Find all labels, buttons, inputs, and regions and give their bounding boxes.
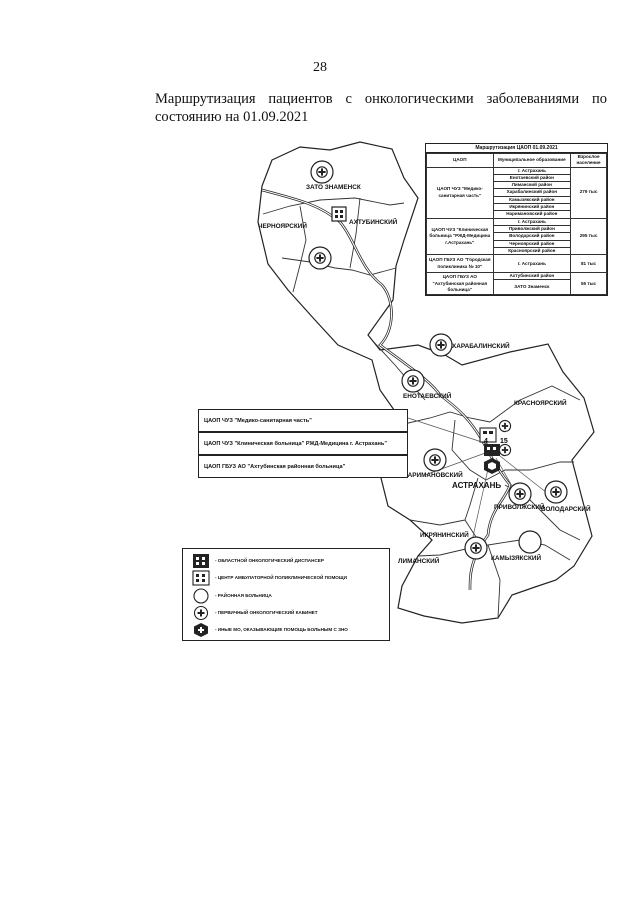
- district-hospital-icon: [518, 530, 542, 554]
- region-label-ikryaninsky: ИКРЯНИНСКИЙ: [420, 532, 469, 539]
- marker-number-15: 15: [500, 438, 508, 445]
- municipality-cell: Черноярский район: [492, 239, 572, 248]
- region-label-kamyzyaksky: КАМЫЗЯКСКИЙ: [491, 555, 542, 562]
- primary-oncology-cabinet-icon: [508, 482, 532, 506]
- legend-row: - РАЙОННАЯ БОЛЬНИЦА: [183, 588, 389, 604]
- legend-row: - ЦЕНТР АМБУЛАТОРНОЙ ПОЛИКЛИНИЧЕСКОЙ ПОМ…: [183, 570, 389, 586]
- routing-table-caption: Маршрутизация ЦАОП 01.09.2021: [426, 144, 607, 153]
- region-label-privolzhsky: ПРИВОЛЖСКИЙ: [494, 504, 545, 511]
- table-row: ЦАОП ЧУЗ "Клиническая больница "РЖД-Меди…: [426, 217, 607, 256]
- primary-oncology-cabinet-icon: [193, 605, 209, 621]
- municipality-cell: Приволжский район: [492, 224, 572, 234]
- population-cell: 81 тыс: [570, 254, 607, 274]
- municipality-cell: г. Астрахань: [492, 217, 572, 226]
- municipality-cell: г. Астрахань: [492, 254, 572, 274]
- table-row: ЦАОП ГБУЗ АО "Ахтубинская районная больн…: [426, 272, 607, 296]
- primary-oncology-cabinet-icon: [310, 160, 334, 184]
- caop-name: ЦАОП ГБУЗ АО "Ахтубинская районная больн…: [426, 272, 494, 296]
- municipality-cell: Икрянинский район: [492, 203, 572, 212]
- legend-row: - ИНЫЕ МО, ОКАЗЫВАЮЩИЕ ПОМОЩЬ БОЛЬНЫМ С …: [183, 622, 389, 638]
- primary-oncology-cabinet-icon: [429, 333, 453, 357]
- legend-label: - ПЕРВИЧНЫЙ ОНКОЛОГИЧЕСКИЙ КАБИНЕТ: [215, 610, 318, 615]
- legend-label: - ЦЕНТР АМБУЛАТОРНОЙ ПОЛИКЛИНИЧЕСКОЙ ПОМ…: [215, 575, 347, 580]
- municipality-cell: г. Астрахань: [492, 166, 572, 175]
- region-label-astrakhan: АСТРАХАНЬ: [452, 481, 502, 490]
- caop-name: ЦАОП ЧУЗ "Клиническая больница "РЖД-Меди…: [426, 217, 494, 256]
- caop-name: ЦАОП ЧУЗ "Медико-санитарная часть": [426, 166, 494, 219]
- primary-oncology-cabinet-icon: [498, 443, 512, 457]
- region-label-volodarsky: ВОЛОДАРСКИЙ: [541, 506, 591, 513]
- outpatient-center-icon: [479, 427, 497, 443]
- caop-legend-item: ЦАОП ЧУЗ "Медико-санитарная часть": [198, 409, 408, 432]
- municipality-cell: Володарский район: [492, 232, 572, 241]
- municipality-cell: Енотаевский район: [492, 173, 572, 183]
- region-label-chernoyarsky: ЧЕРНОЯРСКИЙ: [258, 223, 307, 230]
- municipality-cell: Лиманский район: [492, 181, 572, 190]
- outpatient-center-icon: [331, 206, 347, 222]
- district-boundaries: [262, 197, 581, 619]
- caop-legend-item: ЦАОП ЧУЗ "Клиническая больница" РЖД-Меди…: [198, 432, 408, 455]
- table-row: ЦАОП ГБУЗ АО "Городская поликлиника № 10…: [426, 254, 607, 274]
- legend-label: - РАЙОННАЯ БОЛЬНИЦА: [215, 593, 272, 598]
- region-outline: [257, 141, 595, 624]
- region-label-kharabalinsky: ХАРАБАЛИНСКИЙ: [452, 343, 510, 350]
- page-number: 28: [313, 60, 327, 75]
- legend-label: - ОБЛАСТНОЙ ОНКОЛОГИЧЕСКИЙ ДИСПАНСЕР: [215, 558, 324, 563]
- legend-row: - ОБЛАСТНОЙ ОНКОЛОГИЧЕСКИЙ ДИСПАНСЕР: [183, 553, 389, 569]
- other-mo-icon: [194, 623, 208, 637]
- table-row: ЦАОП ЧУЗ "Медико-санитарная часть" г. Ас…: [426, 166, 607, 219]
- primary-oncology-cabinet-icon: [423, 448, 447, 472]
- table-header-caop: ЦАОП: [426, 153, 494, 168]
- region-label-narimanovsky: НАРИМАНОВСКИЙ: [403, 472, 463, 479]
- municipality-cell: Камызякский район: [492, 195, 572, 205]
- legend-row: - ПЕРВИЧНЫЙ ОНКОЛОГИЧЕСКИЙ КАБИНЕТ: [183, 605, 389, 621]
- primary-oncology-cabinet-icon: [544, 480, 568, 504]
- caop-name: ЦАОП ГБУЗ АО "Городская поликлиника № 10…: [426, 254, 494, 274]
- primary-oncology-cabinet-icon: [308, 246, 332, 270]
- primary-oncology-cabinet-icon: [464, 536, 488, 560]
- oncology-dispensary-icon: [484, 444, 500, 456]
- marker-number-4: 4: [484, 438, 488, 445]
- municipality-cell: Ахтубинский район: [492, 272, 572, 281]
- region-label-zato-znamensk: ЗАТО ЗНАМЕНСК: [306, 184, 361, 191]
- municipality-cell: Харабалинский район: [492, 188, 572, 197]
- primary-oncology-cabinet-icon: [401, 369, 425, 393]
- region-label-limansky: ЛИМАНСКИЙ: [398, 558, 440, 565]
- caop-legend-item: ЦАОП ГБУЗ АО "Ахтубинская районная больн…: [198, 455, 408, 478]
- region-label-enotaevsky: ЕНОТАЕВСКИЙ: [403, 393, 452, 400]
- population-cell: 279 тыс: [570, 166, 607, 219]
- astrakhan-cluster: [479, 419, 512, 474]
- municipality-cell: Наримановский район: [492, 210, 572, 219]
- table-header-municipality: Муниципальное образование: [492, 153, 572, 168]
- page-title: Маршрутизация пациентов с онкологическим…: [155, 91, 607, 125]
- municipality-cell: Красноярский район: [492, 246, 572, 256]
- routing-table: Маршрутизация ЦАОП 01.09.2021 ЦАОП Муниц…: [425, 143, 608, 297]
- region-label-akhtubinsky: АХТУБИНСКИЙ: [349, 219, 398, 226]
- legend-label: - ИНЫЕ МО, ОКАЗЫВАЮЩИЕ ПОМОЩЬ БОЛЬНЫМ С …: [215, 627, 348, 632]
- symbol-legend: - ОБЛАСТНОЙ ОНКОЛОГИЧЕСКИЙ ДИСПАНСЕР - Ц…: [182, 548, 390, 641]
- municipality-cell: ЗАТО Знаменск: [492, 279, 572, 296]
- district-hospital-icon: [193, 588, 209, 604]
- population-cell: 295 тыс: [570, 217, 607, 256]
- outpatient-center-icon: [192, 570, 210, 586]
- primary-oncology-cabinet-icon: [498, 419, 512, 433]
- region-label-krasnoyarsky: КРАСНОЯРСКИЙ: [514, 400, 567, 407]
- oncology-dispensary-icon: [193, 554, 209, 568]
- population-cell: 55 тыс: [570, 272, 607, 296]
- table-header-population: Взрослое население: [570, 153, 607, 168]
